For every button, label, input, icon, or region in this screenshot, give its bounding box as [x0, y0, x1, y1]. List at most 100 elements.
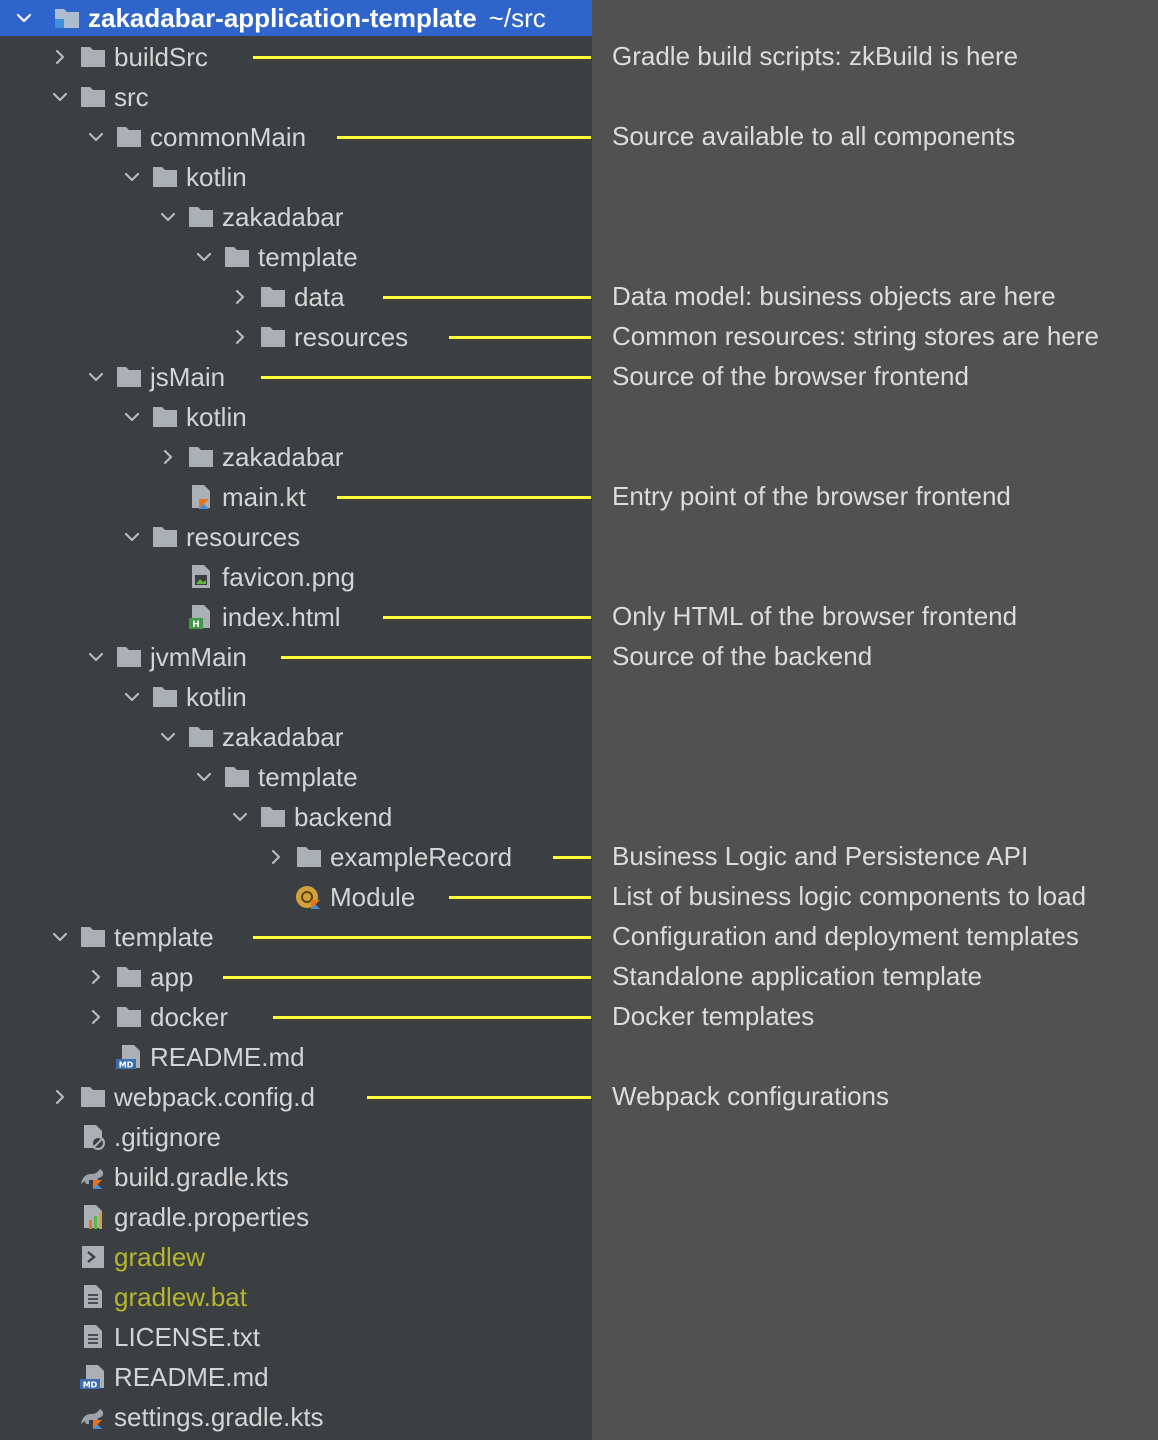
- tree-item-label: zakadabar: [222, 442, 344, 472]
- chevron-right-icon[interactable]: [46, 43, 74, 71]
- tree-item-zakadabar[interactable]: zakadabar: [0, 717, 592, 757]
- tree-item-label: template: [114, 922, 214, 952]
- chevron-right-icon[interactable]: [82, 963, 110, 991]
- tree-item-gradle-properties[interactable]: gradle.properties: [0, 1197, 592, 1237]
- tree-item-commonmain[interactable]: commonMain: [0, 117, 592, 157]
- project-tree-panel: zakadabar-application-template ~/src bui…: [0, 0, 592, 1437]
- tree-item-label: commonMain: [150, 122, 307, 152]
- tree-item-backend[interactable]: backend: [0, 797, 592, 837]
- tree-item-label: template: [258, 762, 358, 792]
- chevron-right-icon[interactable]: [154, 443, 182, 471]
- tree-item-webpack-config-d[interactable]: webpack.config.d: [0, 1077, 592, 1117]
- annotation-connector-line: [253, 56, 591, 59]
- chevron-down-icon[interactable]: [154, 723, 182, 751]
- tree-item-template[interactable]: template: [0, 757, 592, 797]
- chevron-down-icon[interactable]: [190, 763, 218, 791]
- tree-item-settings-gradle-kts[interactable]: settings.gradle.kts: [0, 1397, 592, 1437]
- tree-item-resources[interactable]: resources: [0, 317, 592, 357]
- chevron-down-icon[interactable]: [118, 683, 146, 711]
- tree-item-jsmain[interactable]: jsMain: [0, 357, 592, 397]
- tree-item-label: jsMain: [150, 362, 226, 392]
- annotation-text: Business Logic and Persistence API: [612, 841, 1029, 871]
- chevron-down-icon[interactable]: [118, 523, 146, 551]
- annotation-connector-line: [281, 656, 591, 659]
- chevron-right-icon[interactable]: [82, 1003, 110, 1031]
- markdown-file-icon: MD: [114, 1043, 144, 1071]
- image-file-icon: [186, 563, 216, 591]
- kotlin-file-icon: [186, 483, 216, 511]
- tree-item-label: template: [258, 242, 358, 272]
- annotation-text: Gradle build scripts: zkBuild is here: [612, 41, 1019, 71]
- tree-item-kotlin[interactable]: kotlin: [0, 677, 592, 717]
- tree-item-label: docker: [150, 1002, 229, 1032]
- tree-item-docker[interactable]: docker: [0, 997, 592, 1037]
- tree-item-app[interactable]: app: [0, 957, 592, 997]
- tree-item-label: backend: [294, 802, 393, 832]
- folder-icon: [78, 83, 108, 111]
- tree-item-label: src: [114, 82, 149, 112]
- folder-icon: [114, 123, 144, 151]
- tree-item-label: data: [294, 282, 345, 312]
- tree-item-template[interactable]: template: [0, 237, 592, 277]
- project-folder-icon: [52, 4, 82, 32]
- tree-item-gradlew[interactable]: gradlew: [0, 1237, 592, 1277]
- tree-item-zakadabar[interactable]: zakadabar: [0, 197, 592, 237]
- ignore-file-icon: [78, 1123, 108, 1151]
- chevron-down-icon[interactable]: [82, 643, 110, 671]
- chevron-right-icon[interactable]: [226, 283, 254, 311]
- tree-item-kotlin[interactable]: kotlin: [0, 157, 592, 197]
- gradle-kotlin-icon: [78, 1163, 108, 1191]
- tree-item-src[interactable]: src: [0, 77, 592, 117]
- chevron-down-icon[interactable]: [10, 4, 38, 32]
- tree-item-license-txt[interactable]: LICENSE.txt: [0, 1317, 592, 1357]
- tree-item-module[interactable]: Module: [0, 877, 592, 917]
- chevron-down-icon[interactable]: [154, 203, 182, 231]
- annotation-connector-line: [223, 976, 591, 979]
- tree-item-zakadabar[interactable]: zakadabar: [0, 437, 592, 477]
- text-file-icon: [78, 1283, 108, 1311]
- annotation-connector-line: [449, 896, 591, 899]
- tree-item-main-kt[interactable]: main.kt: [0, 477, 592, 517]
- chevron-down-icon[interactable]: [226, 803, 254, 831]
- folder-icon: [150, 523, 180, 551]
- tree-item-label: favicon.png: [222, 562, 355, 592]
- chevron-down-icon[interactable]: [118, 403, 146, 431]
- chevron-down-icon[interactable]: [82, 123, 110, 151]
- tree-item-kotlin[interactable]: kotlin: [0, 397, 592, 437]
- annotation-text: Entry point of the browser frontend: [612, 481, 1011, 511]
- chevron-down-icon[interactable]: [190, 243, 218, 271]
- tree-item-data[interactable]: data: [0, 277, 592, 317]
- chevron-down-icon[interactable]: [118, 163, 146, 191]
- annotation-panel: [592, 0, 1158, 1440]
- annotation-connector-line: [253, 936, 591, 939]
- folder-icon: [150, 403, 180, 431]
- tree-item-gradlew-bat[interactable]: gradlew.bat: [0, 1277, 592, 1317]
- tree-item-favicon-png[interactable]: favicon.png: [0, 557, 592, 597]
- tree-item-buildsrc[interactable]: buildSrc: [0, 37, 592, 77]
- folder-icon: [294, 843, 324, 871]
- tree-item-resources[interactable]: resources: [0, 517, 592, 557]
- chevron-right-icon[interactable]: [262, 843, 290, 871]
- annotation-text: Webpack configurations: [612, 1081, 890, 1111]
- tree-item-build-gradle-kts[interactable]: build.gradle.kts: [0, 1157, 592, 1197]
- tree-item-label: resources: [294, 322, 409, 352]
- tree-item-gitignore[interactable]: .gitignore: [0, 1117, 592, 1157]
- chevron-down-icon[interactable]: [82, 363, 110, 391]
- folder-icon: [114, 363, 144, 391]
- chevron-down-icon[interactable]: [46, 923, 74, 951]
- annotation-text: Source available to all components: [612, 121, 1016, 151]
- chevron-right-icon[interactable]: [46, 1083, 74, 1111]
- chevron-right-icon[interactable]: [226, 323, 254, 351]
- tree-item-template[interactable]: template: [0, 917, 592, 957]
- folder-icon: [78, 1083, 108, 1111]
- tree-item-label: Module: [330, 882, 416, 912]
- tree-item-jvmmain[interactable]: jvmMain: [0, 637, 592, 677]
- text-file-icon: [78, 1323, 108, 1351]
- tree-item-examplerecord[interactable]: exampleRecord: [0, 837, 592, 877]
- tree-item-label: .gitignore: [114, 1122, 221, 1152]
- chevron-down-icon[interactable]: [46, 83, 74, 111]
- project-root-row[interactable]: zakadabar-application-template ~/src: [0, 0, 592, 36]
